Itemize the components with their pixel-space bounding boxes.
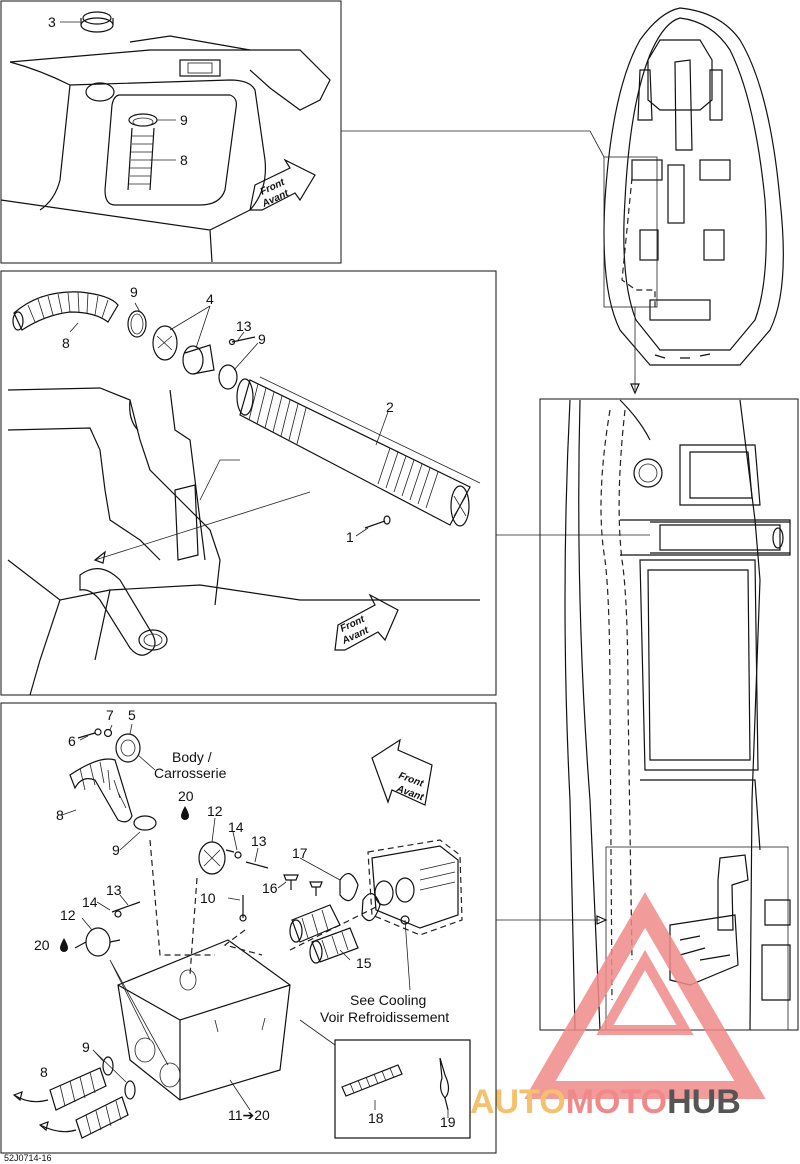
callout-10: 10	[200, 890, 216, 906]
watermark-hub: HUB	[667, 1083, 741, 1121]
callout-9: 9	[82, 1039, 90, 1055]
hose-ribs-long	[248, 383, 439, 509]
adhesive-drop-icon	[60, 938, 68, 952]
voir-refroidissement-label: Voir Refroidissement	[320, 1009, 449, 1025]
automotohub-watermark	[524, 892, 766, 1099]
callout-9: 9	[180, 112, 188, 128]
callout-13: 13	[236, 318, 252, 334]
callout-8: 8	[40, 1064, 48, 1080]
callout-16: 16	[262, 880, 278, 896]
carrosserie-label: Carrosserie	[154, 765, 227, 781]
watermark-moto: MOTO	[566, 1083, 667, 1121]
callout-6: 6	[68, 733, 76, 749]
callout-7: 7	[106, 707, 114, 723]
callout-12: 12	[207, 803, 223, 819]
bottom-detail-panel	[0, 702, 497, 1154]
middle-panel-drawing	[7, 291, 481, 696]
callout-8: 8	[56, 807, 64, 823]
callout-20: 20	[34, 937, 50, 953]
callout-9: 9	[258, 331, 266, 347]
callout-8: 8	[62, 335, 70, 351]
watermark-auto: AUTO	[470, 1083, 566, 1121]
adhesive-drop-icon	[181, 806, 189, 820]
middle-detail-panel	[0, 270, 497, 696]
top-panel-drawing	[0, 11, 331, 263]
callout-9: 9	[130, 284, 138, 300]
callout-18: 18	[368, 1110, 384, 1126]
see-cooling-label: See Cooling	[350, 992, 426, 1008]
hose-ribs-bottom-top	[79, 761, 127, 809]
hose-ribs-mid	[27, 291, 109, 323]
callout-1: 1	[346, 529, 354, 545]
callout-12: 12	[60, 907, 76, 923]
callout-20: 20	[178, 788, 194, 804]
callout-19: 19	[440, 1114, 456, 1130]
callout-9: 9	[112, 842, 120, 858]
callout-13: 13	[106, 882, 122, 898]
callout-5: 5	[128, 707, 136, 723]
top-detail-panel	[0, 0, 342, 264]
watermark-text: AUTOMOTOHUB	[470, 1083, 741, 1121]
callout-11-20: 11➔20	[228, 1107, 270, 1123]
callout-14: 14	[82, 894, 98, 910]
callout-8: 8	[180, 152, 188, 168]
diagram-code: 52J0714-16	[4, 1153, 52, 1163]
side-detail-drawing	[496, 399, 791, 1031]
callout-4: 4	[206, 291, 214, 307]
hose-ribs-top	[129, 135, 154, 185]
watercraft-overview	[341, 7, 784, 395]
callout-15: 15	[356, 955, 372, 971]
callout-2: 2	[386, 399, 394, 415]
callout-13: 13	[251, 833, 267, 849]
callout-3: 3	[48, 14, 56, 30]
body-label: Body /	[172, 749, 212, 765]
callout-17: 17	[292, 845, 308, 861]
callout-labels: 3 9 8 Front Avant 9 4 8 13 9 2 1 Front A…	[4, 14, 456, 1163]
bottom-panel-drawing	[12, 723, 471, 1139]
callout-14: 14	[228, 819, 244, 835]
parts-inset-box	[334, 1039, 471, 1139]
